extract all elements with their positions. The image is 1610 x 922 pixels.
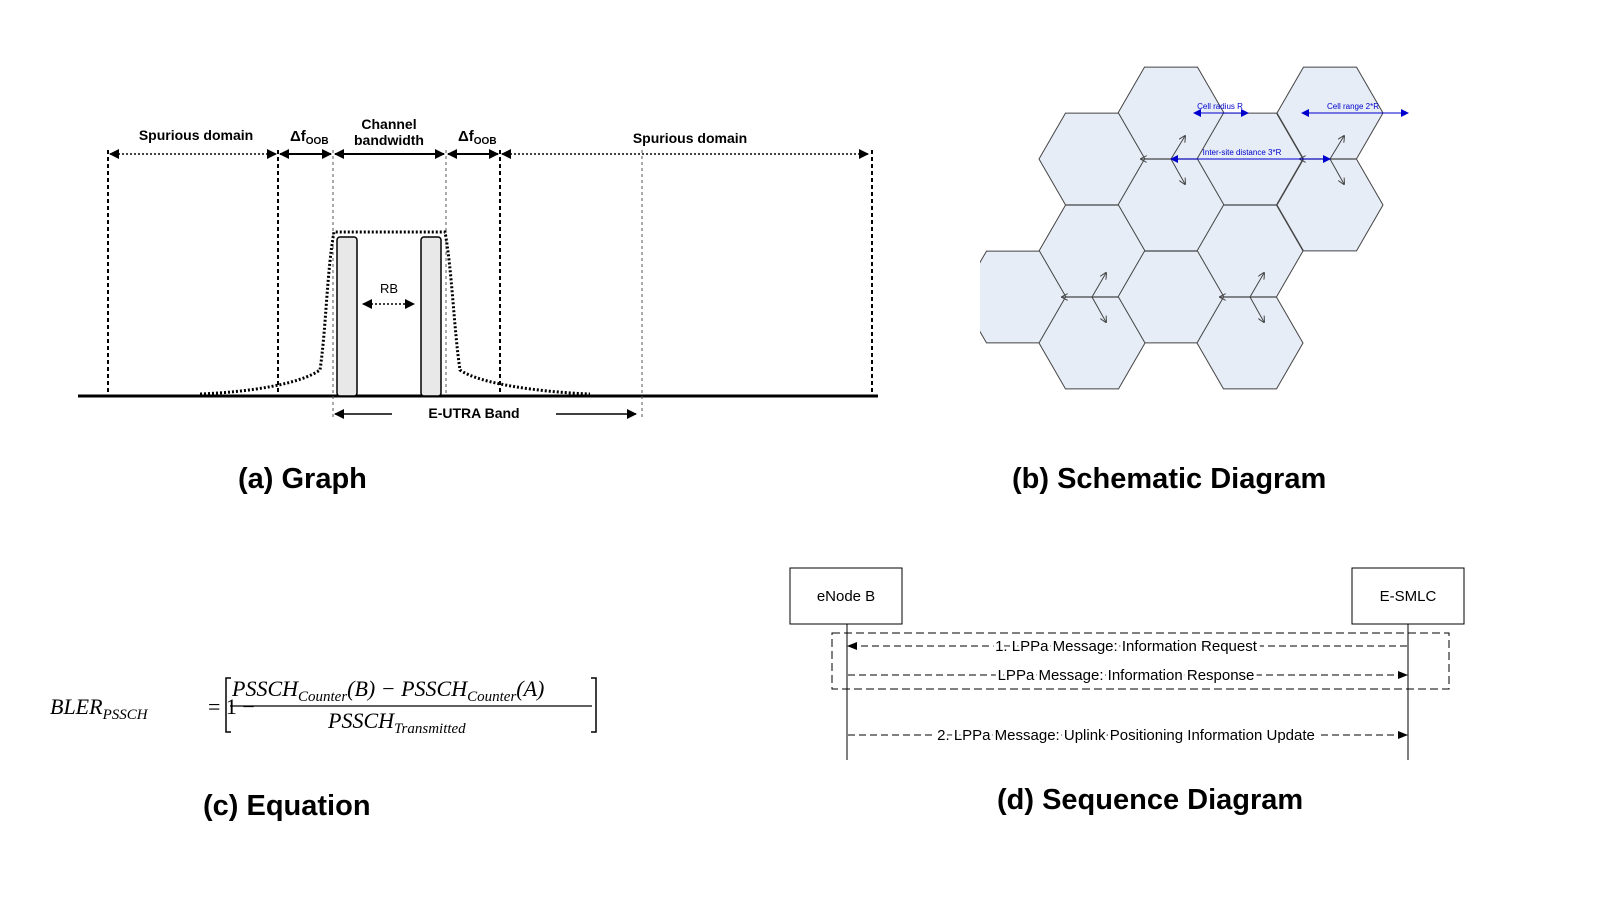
sequence-svg: eNode B E-SMLC 1. LPPa Message: Informat… — [789, 567, 1465, 760]
sequence-panel: eNode B E-SMLC 1. LPPa Message: Informat… — [780, 560, 1480, 770]
resource-block-left — [336, 236, 358, 397]
numerator-term-b-sub: Counter — [298, 689, 348, 705]
isd-label: Inter-site distance 3*R — [1203, 148, 1282, 157]
site-antenna — [1062, 273, 1106, 322]
equation-caption: (c) Equation — [203, 790, 371, 822]
rb-label: RB — [380, 281, 398, 296]
enodeb-box — [789, 567, 903, 625]
band-label: E-UTRA Band — [428, 405, 519, 421]
equation-lhs: BLERPSSCH — [50, 694, 148, 724]
hex-grid-svg: Cell radius R Cell range 2*R Inter-site … — [959, 66, 1409, 390]
channel-bw-label-2: bandwidth — [354, 132, 424, 148]
equation-brackets — [225, 677, 597, 733]
delta-left-label: ΔfOOB — [290, 128, 329, 147]
numerator-term-a-arg: (A) — [516, 676, 545, 701]
equation-lhs-main: BLER — [50, 694, 103, 719]
graph-panel: Spurious domain ΔfOOB Channel bandwidth … — [0, 0, 900, 440]
numerator-term-a-sub: Counter — [467, 689, 517, 705]
sequence-caption: (d) Sequence Diagram — [997, 784, 1304, 816]
numerator: PSSCHCounter(B) − PSSCHCounter(A) — [232, 676, 544, 706]
channel-bw-label-1: Channel — [361, 116, 416, 132]
spectrum-envelope — [199, 230, 591, 396]
channel-boundaries — [332, 150, 643, 418]
schematic-panel: Cell radius R Cell range 2*R Inter-site … — [959, 60, 1420, 400]
delta-right-symbol: Δf — [458, 128, 475, 145]
cell-range-label: Cell range 2*R — [1327, 102, 1379, 111]
numerator-term-a: PSSCH — [401, 676, 468, 701]
delta-left-sub: OOB — [306, 136, 329, 147]
denominator-sub: Transmitted — [394, 721, 466, 737]
delta-right-label: ΔfOOB — [458, 128, 497, 147]
cell-radius-label: Cell radius R — [1197, 102, 1243, 111]
hex-cells — [959, 66, 1384, 390]
denominator-term: PSSCH — [328, 708, 394, 733]
esmlc-box — [1351, 567, 1465, 625]
enodeb-label: eNode B — [817, 588, 875, 605]
domain-boundaries — [107, 150, 873, 396]
delta-right-sub: OOB — [474, 136, 497, 147]
numerator-term-b-arg: (B) − — [347, 676, 396, 701]
equation-lhs-sub: PSSCH — [102, 707, 148, 723]
numerator-term-b: PSSCH — [232, 676, 298, 701]
esmlc-label: E-SMLC — [1380, 588, 1437, 605]
resource-block-right — [420, 236, 442, 397]
bler-equation: BLERPSSCH = 1 − PSSCHCounter(B) − PSSCHC… — [50, 676, 650, 756]
delta-left-symbol: Δf — [290, 128, 307, 145]
denominator: PSSCHTransmitted — [328, 708, 466, 738]
spurious-left-label: Spurious domain — [139, 127, 253, 143]
site-antenna — [1220, 273, 1264, 322]
msg-uplink-update-label: 2. LPPa Message: Uplink Positioning Info… — [937, 727, 1315, 744]
spurious-right-label: Spurious domain — [633, 130, 747, 146]
graph-svg: Spurious domain ΔfOOB Channel bandwidth … — [78, 116, 878, 421]
msg-info-response-label: LPPa Message: Information Response — [998, 667, 1255, 684]
msg-info-request-label: 1. LPPa Message: Information Request — [995, 638, 1258, 655]
schematic-caption: (b) Schematic Diagram — [1012, 463, 1327, 495]
graph-caption: (a) Graph — [238, 463, 367, 495]
